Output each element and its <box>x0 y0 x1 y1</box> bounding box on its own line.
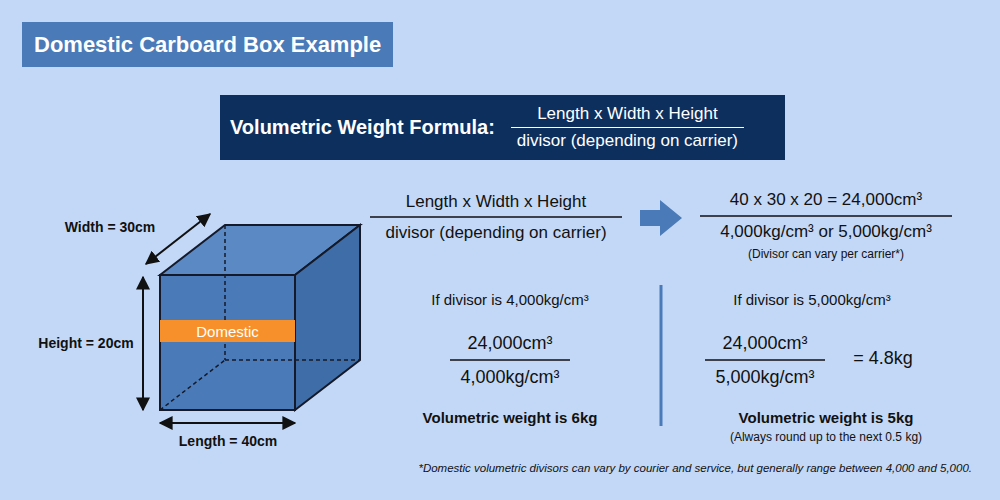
result: Volumetric weight is 5kg <box>739 409 914 426</box>
label-holder: If divisor is 4,000kg/cm³ <box>431 291 589 308</box>
formula-box: Volumetric Weight Formula: Length x Width… <box>220 95 785 160</box>
box-cube <box>160 225 360 410</box>
denominator: divisor (depending on carrier) <box>385 223 606 243</box>
label-holder: Volumetric weight is 6kg <box>423 409 598 426</box>
label-holder: 24,000cm³ <box>722 333 807 354</box>
formula-heading: Volumetric Weight Formula: <box>230 116 495 139</box>
note: (Always round up to the next 0.5 kg) <box>730 431 922 445</box>
label-holder: 4,000kg/cm³ or 5,000kg/cm³ <box>720 222 932 242</box>
flow-arrow <box>640 200 682 236</box>
length-arrow <box>160 422 295 424</box>
fraction-bar <box>370 216 622 218</box>
height-arrow <box>142 277 144 410</box>
width-arrow <box>146 214 210 264</box>
case-heading: If divisor is 5,000kg/cm³ <box>733 291 891 308</box>
label-holder: = 4.8kg <box>853 348 913 369</box>
label-holder: If divisor is 5,000kg/cm³ <box>733 291 891 308</box>
result: Volumetric weight is 6kg <box>423 409 598 426</box>
label-holder: 40 x 30 x 20 = 24,000cm³ <box>730 190 922 210</box>
numerator: 40 x 30 x 20 = 24,000cm³ <box>730 190 922 210</box>
label-holder: Width = 30cm <box>65 219 156 235</box>
label-holder: Length x Width x Height <box>406 192 586 212</box>
label-holder: 24,000cm³ <box>467 333 552 354</box>
dimension-label: Height = 20cm <box>38 335 133 351</box>
denominator: divisor (depending on carrier) <box>511 128 744 151</box>
dimension-label: Width = 30cm <box>65 219 156 235</box>
label-holder: 5,000kg/cm³ <box>715 367 814 388</box>
label-holder: (Divisor can vary per carrier*) <box>748 248 904 262</box>
numerator: 24,000cm³ <box>467 333 552 354</box>
numerator: Length x Width x Height <box>511 104 744 128</box>
label-holder: 4,000kg/cm³ <box>460 367 559 388</box>
numerator: 24,000cm³ <box>722 333 807 354</box>
label-holder: Volumetric weight is 5kg <box>739 409 914 426</box>
numerator: Length x Width x Height <box>406 192 586 212</box>
case-heading: If divisor is 4,000kg/cm³ <box>431 291 589 308</box>
fraction: Length x Width x Heightdivisor (dependin… <box>511 104 744 152</box>
fraction-bar <box>700 215 952 217</box>
label-holder: Length = 40cm <box>179 433 277 449</box>
cube-side <box>295 225 360 410</box>
label-holder: divisor (depending on carrier) <box>385 223 606 243</box>
fraction-bar <box>450 359 570 361</box>
title-banner: Domestic Carboard Box Example <box>22 22 393 67</box>
label-band: Domestic <box>160 320 295 342</box>
denominator: 4,000kg/cm³ <box>460 367 559 388</box>
denominator: 4,000kg/cm³ or 5,000kg/cm³ <box>720 222 932 242</box>
note: (Divisor can vary per carrier*) <box>748 248 904 262</box>
result-value: = 4.8kg <box>853 348 913 369</box>
cube-front <box>160 275 295 410</box>
dimension-label: Length = 40cm <box>179 433 277 449</box>
footnote: *Domestic volumetric divisors can vary b… <box>418 462 972 474</box>
label-holder: (Always round up to the next 0.5 kg) <box>730 431 922 445</box>
label-holder: Height = 20cm <box>38 335 133 351</box>
fraction-bar <box>705 359 825 361</box>
denominator: 5,000kg/cm³ <box>715 367 814 388</box>
band-text: Domestic <box>196 323 259 340</box>
cube-front-outline <box>160 275 295 410</box>
divider <box>660 285 663 426</box>
hidden-edges <box>160 225 360 410</box>
